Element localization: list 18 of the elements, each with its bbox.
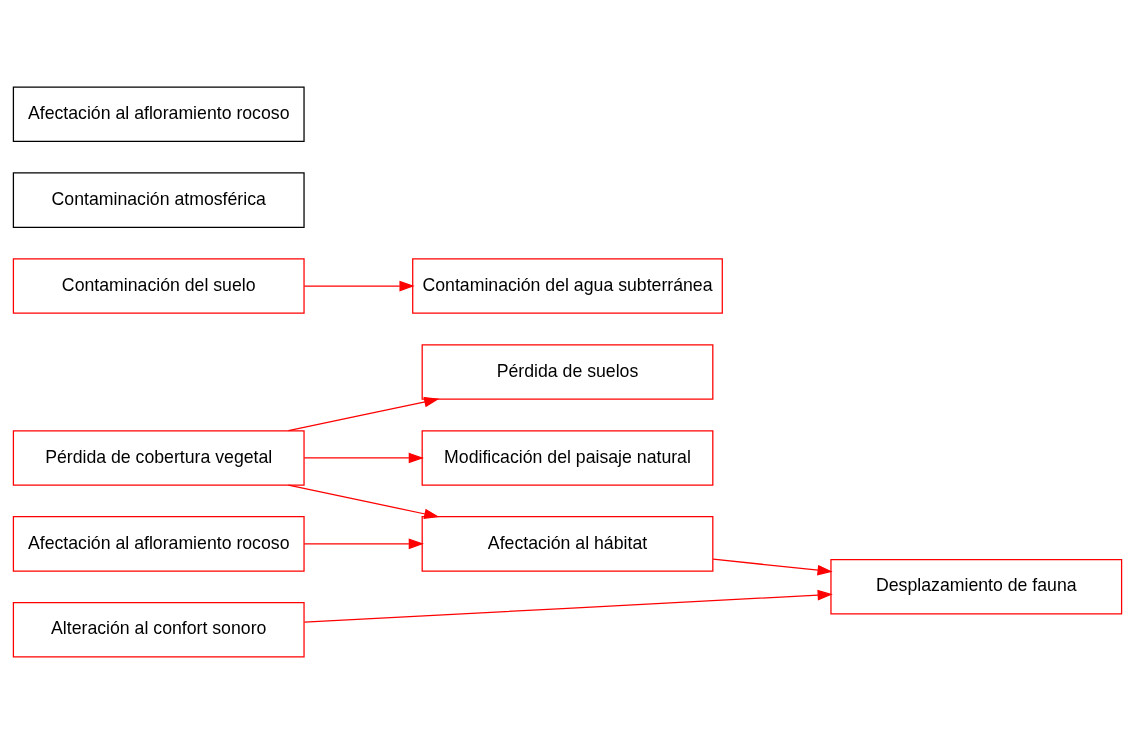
node-box: Afectación al afloramiento rocoso [12,86,305,142]
arrow [287,396,440,432]
node-box: Contaminación del agua subterránea [412,258,723,314]
node-box: Afectación al afloramiento rocoso [12,516,305,572]
arrow [287,484,440,520]
node-box: Alteración al confort sonoro [12,602,305,658]
arrow [303,589,833,623]
node-box: Contaminación atmosférica [12,172,305,228]
node-box: Desplazamiento de fauna [830,559,1123,615]
node-box: Afectación al hábitat [421,516,714,572]
arrow [712,558,833,576]
node-box: Pérdida de suelos [421,344,714,400]
arrow [303,452,424,464]
node-box: Contaminación del suelo [12,258,305,314]
arrow [303,280,415,292]
arrow [303,538,424,550]
node-box: Pérdida de cobertura vegetal [12,430,305,486]
node-box: Modificación del paisaje natural [421,430,714,486]
